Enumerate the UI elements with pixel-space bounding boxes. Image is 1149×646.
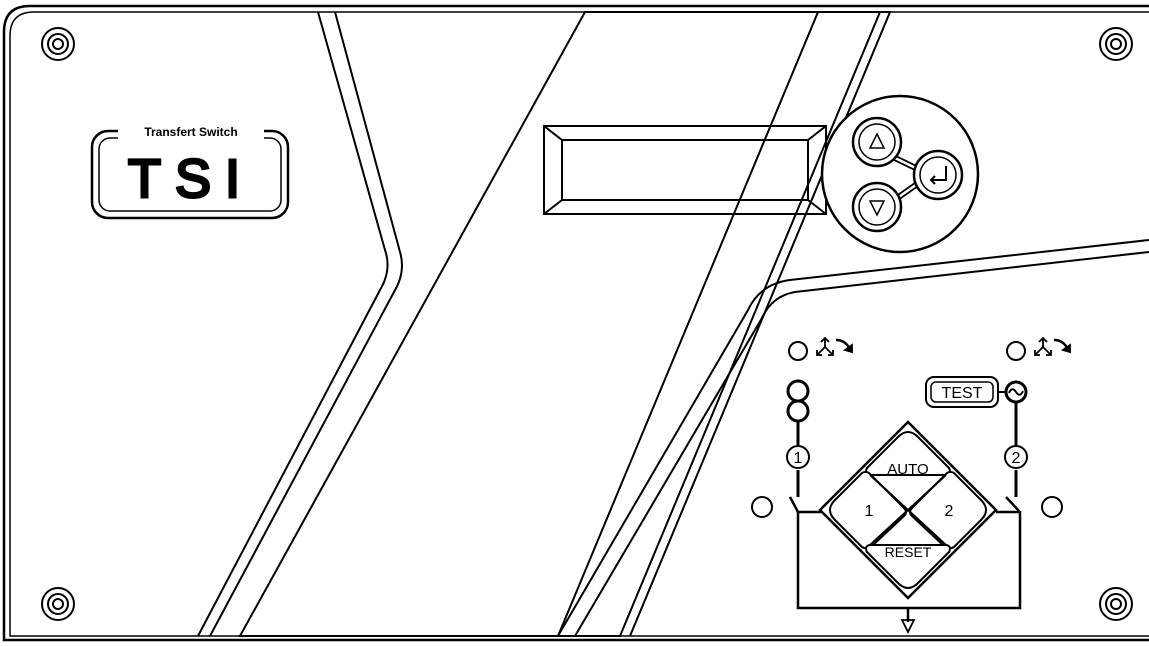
source1-status-leds <box>786 379 810 497</box>
logo-subtitle: Transfert Switch <box>144 125 237 139</box>
screw-bottom-right <box>1099 587 1133 621</box>
reset-button-label: RESET <box>885 544 932 560</box>
source1-available-led <box>751 496 773 518</box>
left-bevel-panel <box>197 11 403 637</box>
up-triangle-icon <box>868 132 886 149</box>
source1-phase-led <box>788 341 808 361</box>
test-button-label: TEST <box>942 385 983 402</box>
source1-badge: 1 <box>786 445 810 469</box>
down-triangle-icon <box>868 200 886 217</box>
test-button[interactable]: TEST <box>925 376 999 408</box>
ac-sine-icon <box>1008 388 1024 396</box>
source2-phase-led <box>1006 341 1026 361</box>
source1-badge-label: 1 <box>794 450 803 467</box>
enter-return-icon <box>929 166 947 185</box>
reset-button[interactable]: RESET <box>865 544 951 590</box>
source2-badge: 2 <box>1004 445 1028 469</box>
source2-badge-label: 2 <box>1012 450 1021 467</box>
source2-button-label: 2 <box>945 503 954 520</box>
tsi-logo: Transfert Switch TSI <box>90 124 290 220</box>
three-phase-rotation-icon <box>816 336 853 356</box>
auto-button-label: AUTO <box>887 461 928 478</box>
up-button[interactable] <box>851 116 903 168</box>
screw-top-right <box>1099 27 1133 61</box>
right-lower-panel <box>557 239 1149 637</box>
three-phase-rotation-icon <box>1034 336 1071 356</box>
enter-button[interactable] <box>912 149 964 201</box>
source2-ac-led <box>998 380 1028 497</box>
screw-bottom-left <box>41 587 75 621</box>
lcd-display <box>543 125 827 215</box>
keypad-cross <box>869 474 947 546</box>
down-arrow-icon <box>900 619 916 635</box>
auto-button[interactable]: AUTO <box>865 430 951 478</box>
down-button[interactable] <box>851 181 903 233</box>
diagonal-stripes <box>238 11 892 637</box>
screw-top-left <box>41 27 75 61</box>
logo-title: TSI <box>128 149 254 209</box>
panel-outline <box>2 4 1149 642</box>
source1-button-label: 1 <box>865 503 874 520</box>
source2-available-led <box>1041 496 1063 518</box>
